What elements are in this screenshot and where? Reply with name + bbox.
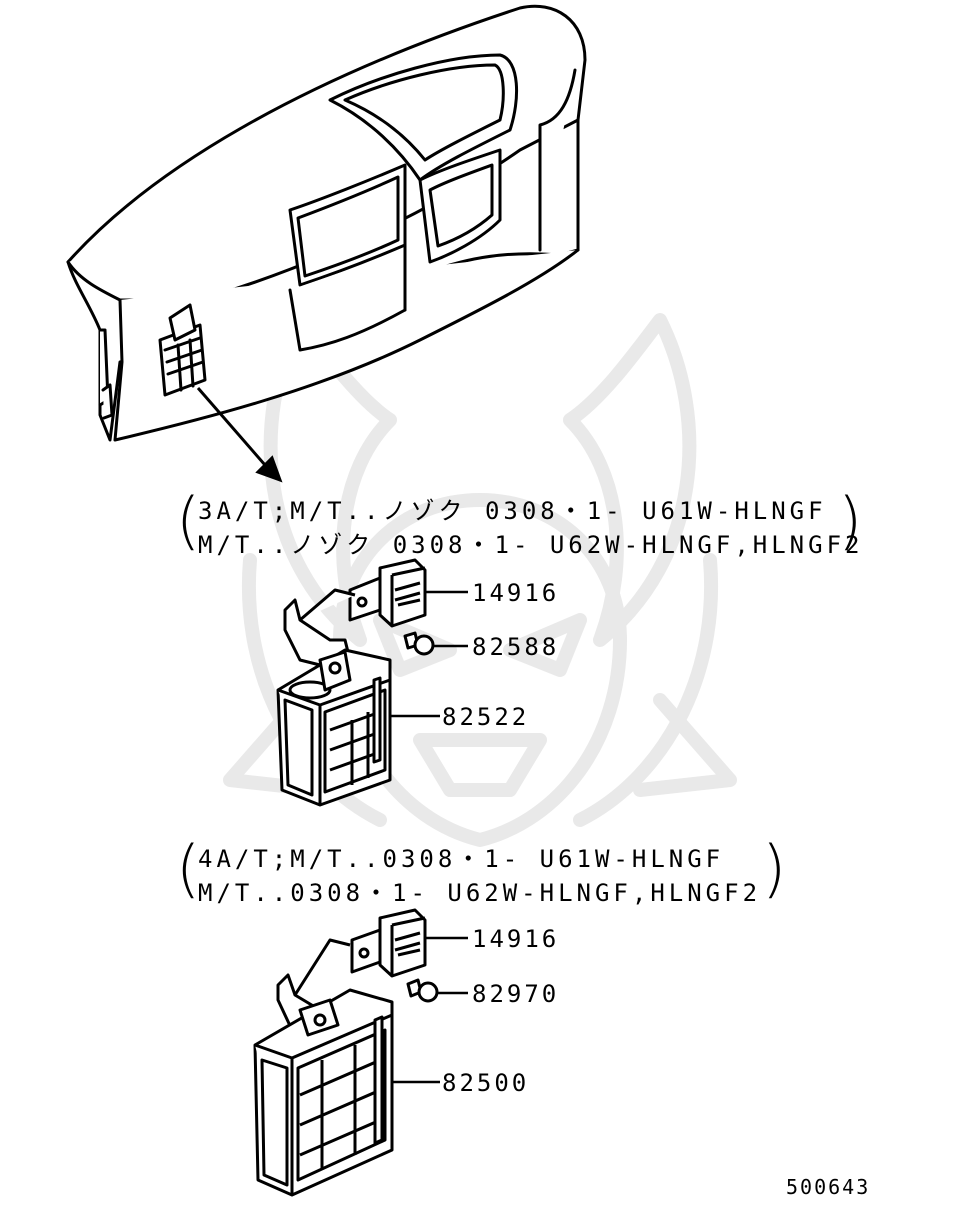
bolt-icon [406,978,439,1003]
part-number-label: 82500 [442,1069,530,1097]
part-number-label: 14916 [472,579,560,607]
condition-bracket-right: ) [838,484,863,557]
condition-text-group1: 3A/T;M/T..ノゾク 0308・1- U61W-HLNGF M/T..ノゾ… [198,494,863,562]
condition-bracket-left: ( [176,484,201,557]
dashboard-assembly [66,4,587,442]
part-number-label: 14916 [472,925,560,953]
condition-line: 4A/T;M/T..0308・1- U61W-HLNGF [198,845,725,873]
group2-parts [253,908,468,1197]
arrow-icon [196,387,283,483]
part-number-label: 82588 [472,633,560,661]
bolt-icon [403,631,435,656]
condition-bracket-left: ( [176,832,201,905]
samurai-mask-watermark [223,313,737,847]
relay-icon [350,908,427,978]
condition-line: M/T..ノゾク 0308・1- U62W-HLNGF,HLNGF2 [198,531,864,559]
group1-parts [276,558,468,807]
diagram-reference-number: 500643 [786,1175,871,1199]
control-unit-icon [253,988,394,1197]
condition-line: M/T..0308・1- U62W-HLNGF,HLNGF2 [198,879,762,907]
condition-text-group2: 4A/T;M/T..0308・1- U61W-HLNGF M/T..0308・1… [198,842,761,910]
relay-icon [348,558,427,628]
control-unit-icon [276,648,392,807]
part-number-label: 82970 [472,980,560,1008]
part-number-label: 82522 [442,703,530,731]
condition-line: 3A/T;M/T..ノゾク 0308・1- U61W-HLNGF [198,497,827,525]
condition-bracket-right: ) [762,832,787,905]
